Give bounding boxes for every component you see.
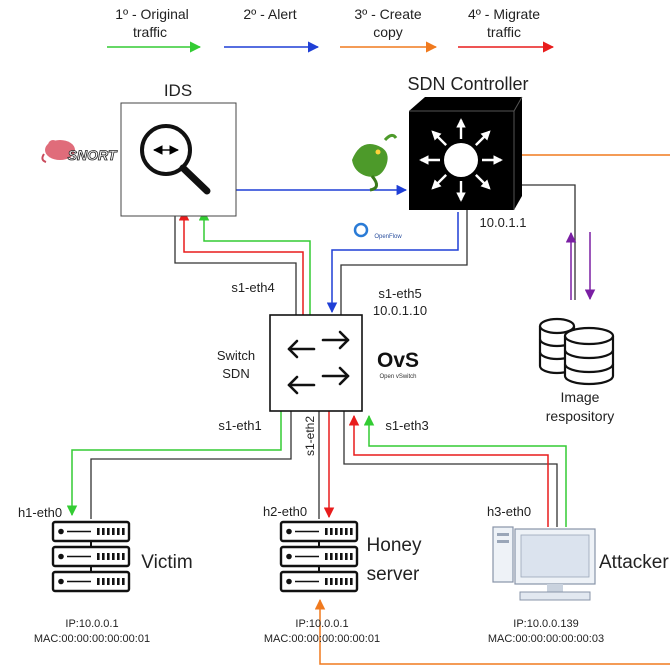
server-icon (281, 522, 357, 591)
controller-ip: 10.0.1.1 (480, 215, 527, 230)
snort-logo: SNORT (41, 140, 118, 163)
victim-ip: IP:10.0.0.1 (65, 618, 118, 630)
controller-title: SDN Controller (407, 74, 528, 94)
host-victim[interactable]: h1-eth0 Victim IP:10.0.0.1 MAC:00:00:00:… (18, 505, 193, 645)
legend-copy-label: 3º - Create (354, 6, 422, 22)
port-eth3: s1-eth3 (385, 418, 428, 433)
image-repository-node[interactable] (538, 317, 615, 386)
legend-migrate-label-2: traffic (487, 24, 521, 40)
link-controller-repo (514, 184, 576, 300)
attacker-name: Attacker (599, 552, 669, 573)
desktop-computer-icon (492, 526, 596, 601)
port-eth5: s1-eth5 (378, 286, 421, 301)
hub-arrow (431, 130, 447, 146)
copy-arrow-honey (314, 598, 670, 665)
magnifier-icon (140, 124, 211, 195)
switch-label-2: SDN (222, 366, 249, 381)
link-switch-victim (90, 411, 292, 519)
attacker-iface: h3-eth0 (487, 504, 531, 519)
database-icon (538, 317, 615, 386)
host-honey-server[interactable]: h2-eth0 Honey server IP:10.0.0.1 MAC:00:… (263, 504, 422, 645)
server-icon (53, 522, 129, 591)
image-repo-label-2: respository (546, 408, 614, 424)
legend-migrate-label: 4º - Migrate (468, 6, 540, 22)
hub-arrow (475, 130, 491, 146)
port-eth5-ip: 10.0.1.10 (373, 303, 427, 318)
ids-node[interactable]: IDS (120, 81, 237, 217)
openflow-logo-text: OpenFlow (374, 234, 402, 240)
original-arrow-attacker (363, 414, 567, 527)
snort-logo-text: SNORT (68, 147, 118, 163)
ovs-logo-subtext: Open vSwitch (379, 374, 416, 380)
link-controller-switch (340, 210, 468, 315)
sdn-controller-node[interactable]: SDN Controller (407, 74, 529, 210)
hub-arrow (431, 174, 447, 190)
alert-arrow-controller-switch (326, 212, 459, 314)
migrate-arrow-attacker (348, 414, 549, 527)
ovs-logo: OvS Open vSwitch (377, 349, 419, 380)
host-attacker[interactable]: h3-eth0 Attacker IP:10.0.0.139 MAC:00:00… (487, 504, 669, 645)
image-repo-label: Image (561, 389, 600, 405)
legend-original-label: 1º - Original (115, 6, 189, 22)
honey-mac: MAC:00:00:00:00:00:01 (264, 633, 380, 645)
original-arrow-victim (66, 411, 282, 517)
legend-original-label-2: traffic (133, 24, 167, 40)
honey-name: Honey (367, 535, 422, 556)
openflow-logo: OpenFlow (353, 222, 402, 240)
original-arrow-ids (198, 209, 311, 315)
ids-title: IDS (164, 81, 192, 100)
link-switch-attacker (343, 411, 558, 527)
migrate-arrow-ids (178, 209, 304, 315)
victim-iface: h1-eth0 (18, 505, 62, 520)
connections (66, 154, 670, 665)
legend: 1º - Original traffic 2º - Alert 3º - Cr… (107, 6, 555, 53)
attacker-ip: IP:10.0.0.139 (513, 618, 578, 630)
controller-hub-icon (419, 118, 503, 202)
switch-arrows-icon (287, 330, 350, 395)
honey-name-2: server (367, 564, 420, 585)
switch-box[interactable] (269, 314, 363, 412)
legend-alert-label: 2º - Alert (243, 6, 296, 22)
honey-ip: IP:10.0.0.1 (295, 618, 348, 630)
attacker-mac: MAC:00:00:00:00:00:03 (488, 633, 604, 645)
port-eth2: s1-eth2 (303, 416, 317, 456)
switch-node[interactable] (269, 314, 363, 412)
port-eth1: s1-eth1 (218, 418, 261, 433)
link-ids-switch (174, 216, 297, 315)
victim-mac: MAC:00:00:00:00:00:01 (34, 633, 150, 645)
switch-label: Switch (217, 348, 255, 363)
hub-arrow (475, 174, 491, 190)
victim-name: Victim (141, 552, 192, 573)
legend-copy-label-2: copy (373, 24, 403, 40)
honey-iface: h2-eth0 (263, 504, 307, 519)
dragon-logo (352, 133, 398, 192)
ovs-logo-text: OvS (377, 349, 419, 372)
port-eth4: s1-eth4 (231, 280, 274, 295)
